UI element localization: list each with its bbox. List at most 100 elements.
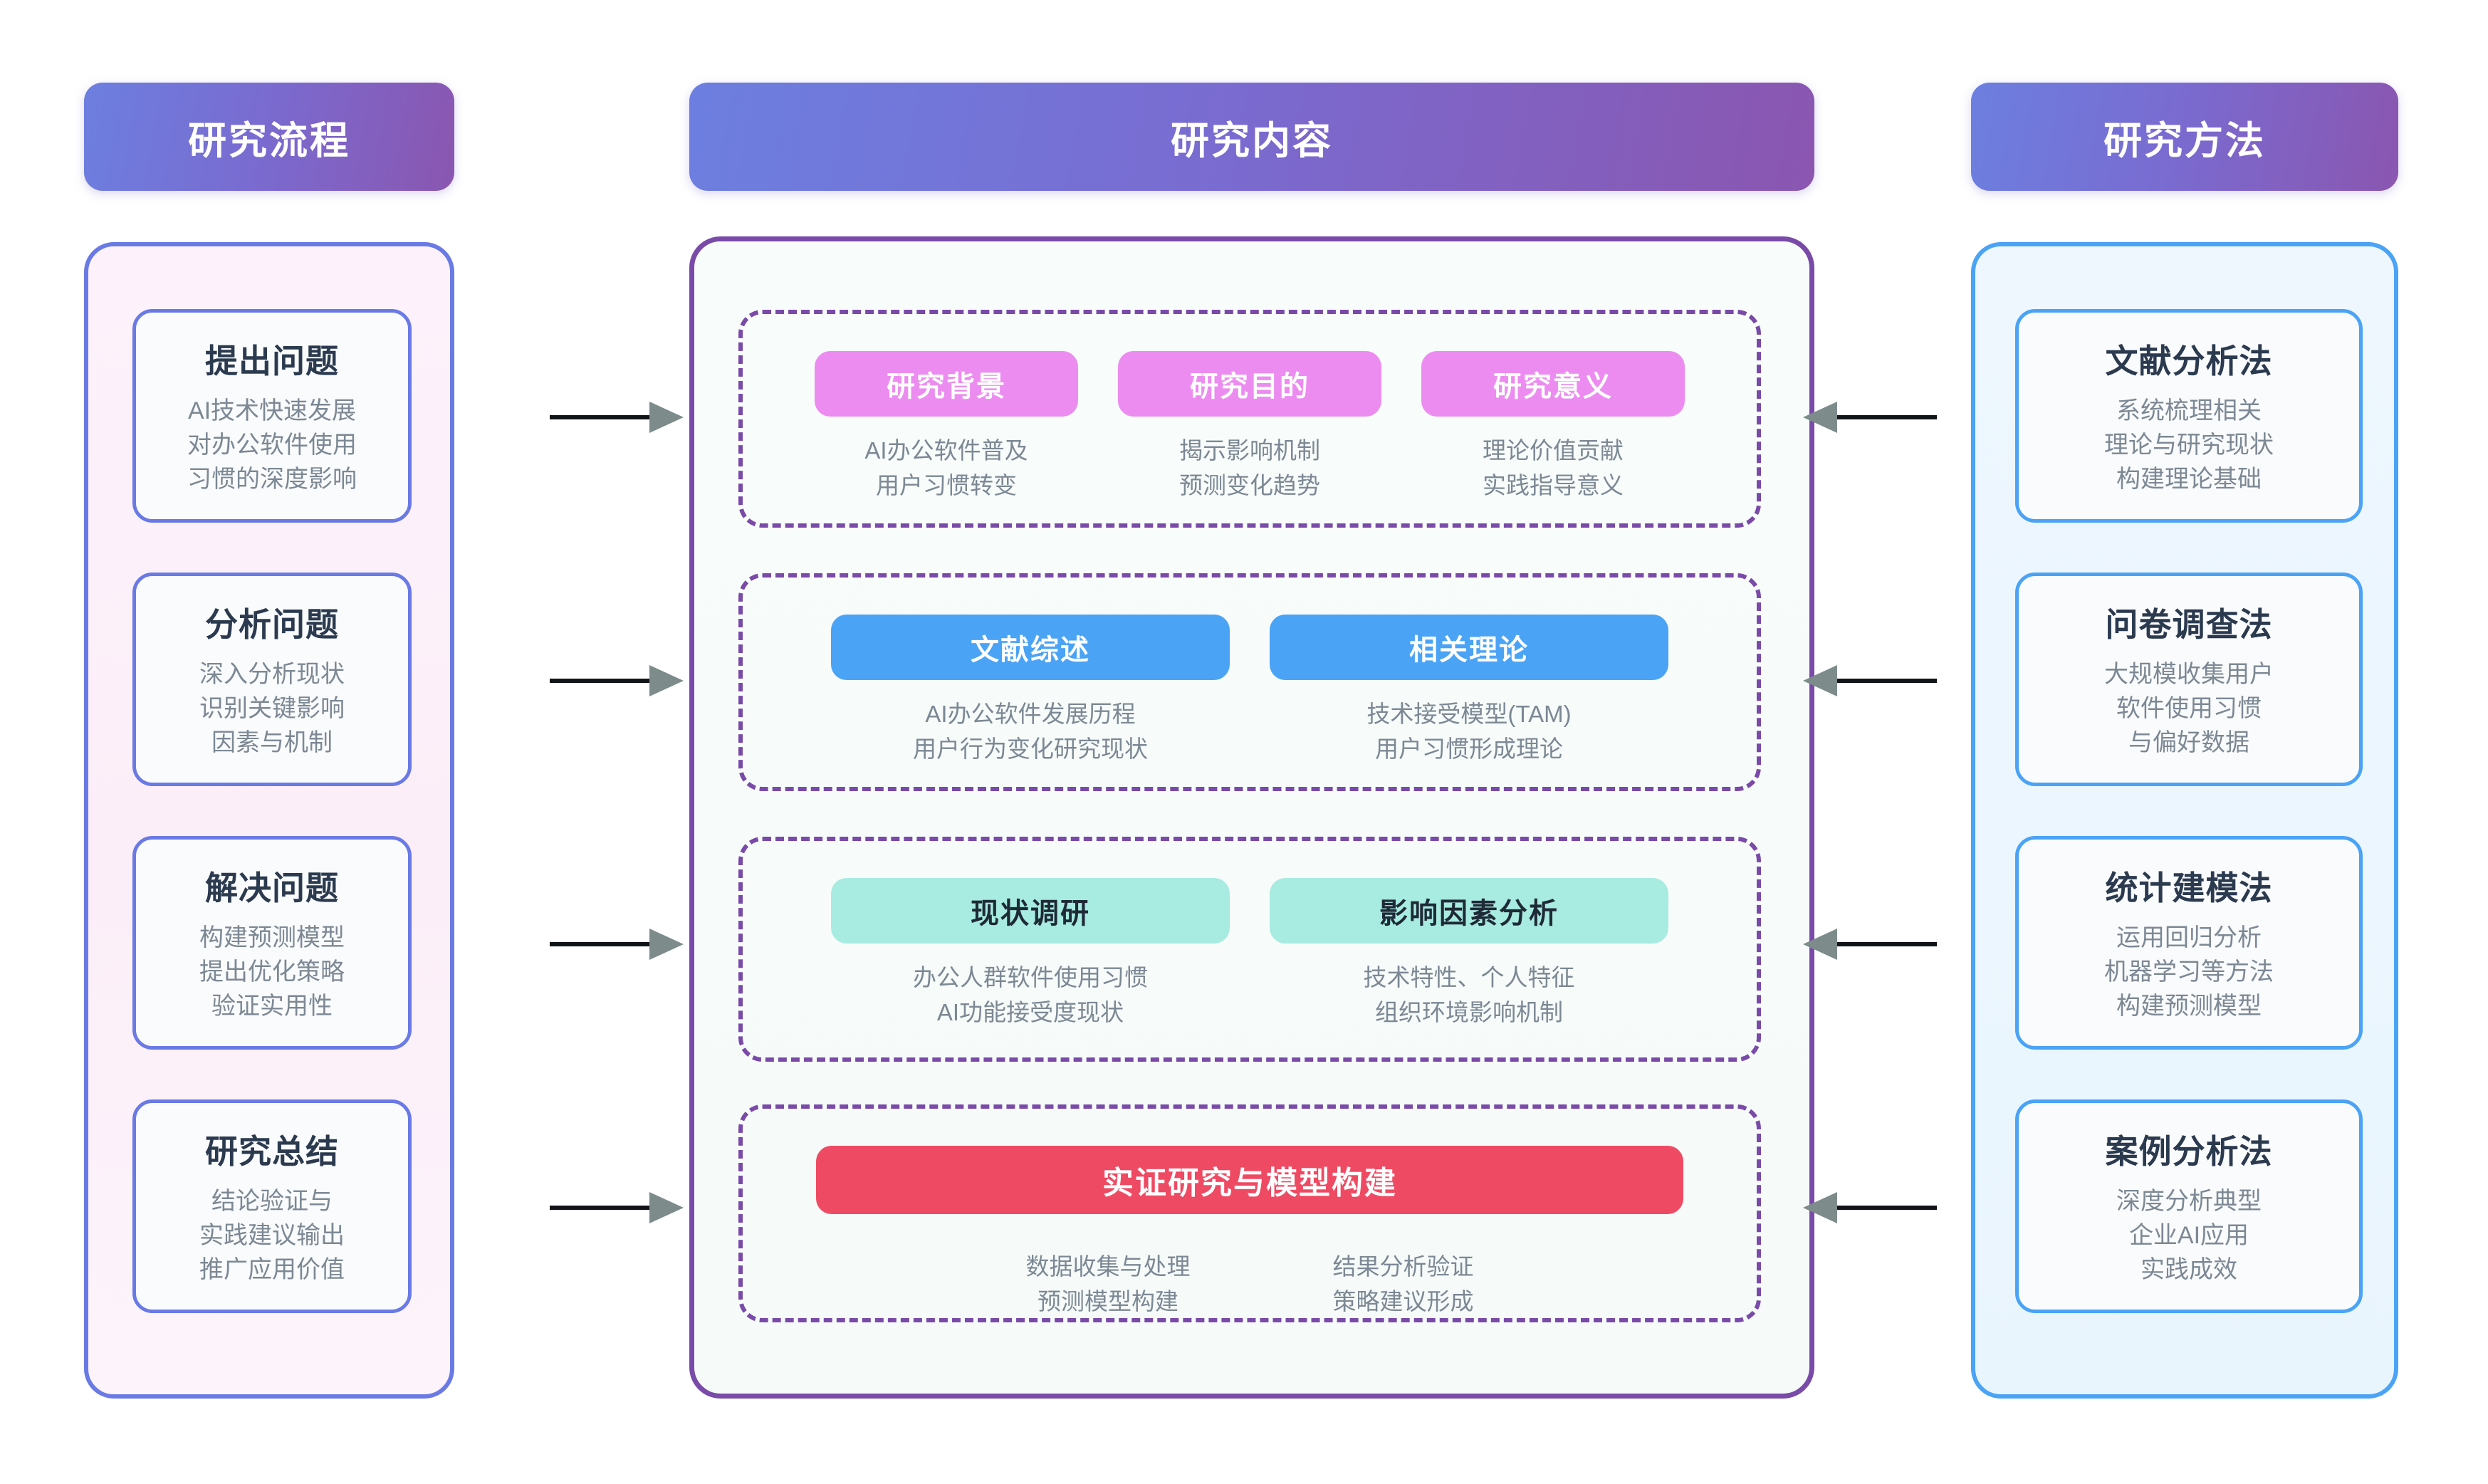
process-card-2-body: 深入分析现状 识别关键影响 因素与机制	[199, 657, 345, 761]
arrow-head-icon	[1803, 402, 1837, 433]
process-card-2[interactable]: 分析问题 深入分析现状 识别关键影响 因素与机制	[132, 573, 412, 786]
method-card-2[interactable]: 问卷调查法 大规模收集用户 软件使用习惯 与偏好数据	[2015, 573, 2363, 786]
header-research-content: 研究内容	[689, 83, 1814, 191]
content-group-empirical: 实证研究与模型构建 数据收集与处理 预测模型构建 结果分析验证 策略建议形成	[738, 1104, 1761, 1322]
content-item-2-line-1: 揭示影响机制	[1179, 437, 1320, 464]
process-card-3-line-3: 验证实用性	[211, 993, 333, 1020]
process-card-3[interactable]: 解决问题 构建预测模型 提出优化策略 验证实用性	[132, 836, 412, 1050]
pill-research-significance[interactable]: 研究意义	[1421, 351, 1685, 417]
process-card-1-line-1: AI技术快速发展	[187, 397, 357, 424]
empirical-col2-line-2: 策略建议形成	[1332, 1287, 1474, 1315]
method-card-2-body: 大规模收集用户 软件使用习惯 与偏好数据	[2104, 657, 2274, 761]
header-research-method: 研究方法	[1971, 83, 2398, 191]
content-item-2-body: 揭示影响机制 预测变化趋势	[1179, 434, 1320, 503]
arrow-shaft	[1834, 415, 1937, 419]
content-item-2-line-2: 预测变化趋势	[1179, 471, 1320, 498]
method-card-4-body: 深度分析典型 企业AI应用 实践成效	[2116, 1184, 2262, 1287]
process-card-1-line-2: 对办公软件使用	[187, 431, 357, 459]
empirical-column-1: 数据收集与处理 预测模型构建	[1026, 1250, 1191, 1320]
process-card-4-line-2: 实践建议输出	[199, 1221, 345, 1249]
content-item-7-line-1: 技术特性、个人特征	[1363, 964, 1575, 991]
content-item-research-background[interactable]: 研究背景 AI办公软件普及 用户习惯转变	[815, 351, 1078, 503]
process-card-4-line-3: 推广应用价值	[199, 1256, 345, 1284]
process-card-3-title: 解决问题	[205, 869, 339, 906]
method-card-2-line-1: 大规模收集用户	[2104, 660, 2274, 688]
arrow-process-to-content-1	[550, 400, 685, 433]
content-item-status-survey[interactable]: 现状调研 办公人群软件使用习惯 AI功能接受度现状	[831, 878, 1230, 1030]
content-item-6-body: 办公人群软件使用习惯 AI功能接受度现状	[913, 961, 1148, 1030]
content-item-research-purpose[interactable]: 研究目的 揭示影响机制 预测变化趋势	[1118, 351, 1381, 503]
method-card-4[interactable]: 案例分析法 深度分析典型 企业AI应用 实践成效	[2015, 1099, 2363, 1313]
content-item-3-line-2: 实践指导意义	[1483, 471, 1624, 498]
method-card-1[interactable]: 文献分析法 系统梳理相关 理论与研究现状 构建理论基础	[2015, 309, 2363, 523]
arrow-method-to-content-2	[1802, 664, 1937, 696]
empirical-col2-line-1: 结果分析验证	[1332, 1253, 1474, 1280]
content-item-4-line-1: AI办公软件发展历程	[925, 701, 1136, 727]
method-card-3-title: 统计建模法	[2105, 869, 2273, 906]
pill-status-survey[interactable]: 现状调研	[831, 878, 1230, 944]
content-item-literature-review[interactable]: 文献综述 AI办公软件发展历程 用户行为变化研究现状	[831, 615, 1230, 767]
content-item-1-line-2: 用户习惯转变	[876, 471, 1017, 498]
arrow-head-icon	[649, 665, 684, 696]
arrow-shaft	[550, 942, 653, 946]
arrow-method-to-content-3	[1802, 927, 1937, 960]
process-card-1-line-3: 习惯的深度影响	[187, 466, 357, 493]
method-card-1-title: 文献分析法	[2105, 342, 2273, 380]
method-card-1-line-3: 构建理论基础	[2116, 466, 2262, 493]
method-card-3[interactable]: 统计建模法 运用回归分析 机器学习等方法 构建预测模型	[2015, 836, 2363, 1050]
arrow-head-icon	[649, 929, 684, 960]
pill-research-purpose[interactable]: 研究目的	[1118, 351, 1381, 417]
content-item-7-body: 技术特性、个人特征 组织环境影响机制	[1364, 961, 1575, 1030]
arrow-head-icon	[649, 1192, 684, 1223]
empirical-column-2: 结果分析验证 策略建议形成	[1333, 1250, 1474, 1320]
arrow-shaft	[550, 415, 653, 419]
content-item-1-line-1: AI办公软件普及	[864, 437, 1028, 464]
arrow-method-to-content-1	[1802, 400, 1937, 433]
content-item-related-theory[interactable]: 相关理论 技术接受模型(TAM) 用户习惯形成理论	[1270, 615, 1668, 767]
method-card-2-title: 问卷调查法	[2105, 605, 2273, 643]
pill-related-theory[interactable]: 相关理论	[1270, 615, 1668, 680]
content-item-4-line-2: 用户行为变化研究现状	[913, 735, 1148, 762]
process-card-3-line-2: 提出优化策略	[199, 958, 345, 986]
arrow-shaft	[1834, 679, 1937, 683]
research-content-panel: 研究背景 AI办公软件普及 用户习惯转变 研究目的 揭示影响机制 预测变化趋势 …	[689, 236, 1814, 1399]
method-card-3-line-1: 运用回归分析	[2116, 924, 2262, 951]
header-right-label: 研究方法	[2103, 119, 2266, 162]
header-research-process: 研究流程	[84, 83, 454, 191]
process-card-4-line-1: 结论验证与	[211, 1187, 333, 1215]
process-card-1-title: 提出问题	[205, 342, 339, 380]
content-item-3-line-1: 理论价值贡献	[1483, 437, 1624, 464]
process-card-2-line-2: 识别关键影响	[199, 694, 345, 722]
content-group-4-items: 实证研究与模型构建 数据收集与处理 预测模型构建 结果分析验证 策略建议形成	[743, 1146, 1757, 1320]
method-card-1-body: 系统梳理相关 理论与研究现状 构建理论基础	[2104, 394, 2274, 497]
method-card-4-title: 案例分析法	[2105, 1132, 2273, 1170]
pill-empirical-research[interactable]: 实证研究与模型构建	[816, 1146, 1683, 1214]
method-card-4-line-1: 深度分析典型	[2116, 1187, 2262, 1215]
arrow-method-to-content-4	[1802, 1191, 1937, 1223]
empirical-col1-line-2: 预测模型构建	[1037, 1287, 1178, 1315]
process-card-4-body: 结论验证与 实践建议输出 推广应用价值	[199, 1184, 345, 1287]
empirical-col1-line-1: 数据收集与处理	[1025, 1253, 1191, 1280]
pill-literature-review[interactable]: 文献综述	[831, 615, 1230, 680]
arrow-head-icon	[1803, 1192, 1837, 1223]
content-item-6-line-1: 办公人群软件使用习惯	[913, 964, 1148, 991]
process-card-4-title: 研究总结	[205, 1132, 339, 1170]
pill-factor-analysis[interactable]: 影响因素分析	[1270, 878, 1668, 944]
arrow-head-icon	[649, 402, 684, 433]
content-group-literature: 文献综述 AI办公软件发展历程 用户行为变化研究现状 相关理论 技术接受模型(T…	[738, 573, 1761, 791]
content-item-3-body: 理论价值贡献 实践指导意义	[1483, 434, 1624, 503]
arrow-shaft	[1834, 942, 1937, 946]
process-card-2-line-1: 深入分析现状	[199, 660, 345, 688]
content-item-factor-analysis[interactable]: 影响因素分析 技术特性、个人特征 组织环境影响机制	[1270, 878, 1668, 1030]
pill-research-background[interactable]: 研究背景	[815, 351, 1078, 417]
header-center-label: 研究内容	[1171, 119, 1333, 162]
content-item-research-significance[interactable]: 研究意义 理论价值贡献 实践指导意义	[1421, 351, 1685, 503]
method-card-4-line-2: 企业AI应用	[2128, 1221, 2249, 1249]
process-card-4[interactable]: 研究总结 结论验证与 实践建议输出 推广应用价值	[132, 1099, 412, 1313]
method-card-2-line-3: 与偏好数据	[2128, 729, 2249, 757]
content-item-7-line-2: 组织环境影响机制	[1375, 998, 1563, 1025]
header-left-label: 研究流程	[188, 119, 350, 162]
method-card-3-line-2: 机器学习等方法	[2104, 958, 2274, 986]
process-card-1[interactable]: 提出问题 AI技术快速发展 对办公软件使用 习惯的深度影响	[132, 309, 412, 523]
process-card-2-line-3: 因素与机制	[211, 729, 333, 757]
